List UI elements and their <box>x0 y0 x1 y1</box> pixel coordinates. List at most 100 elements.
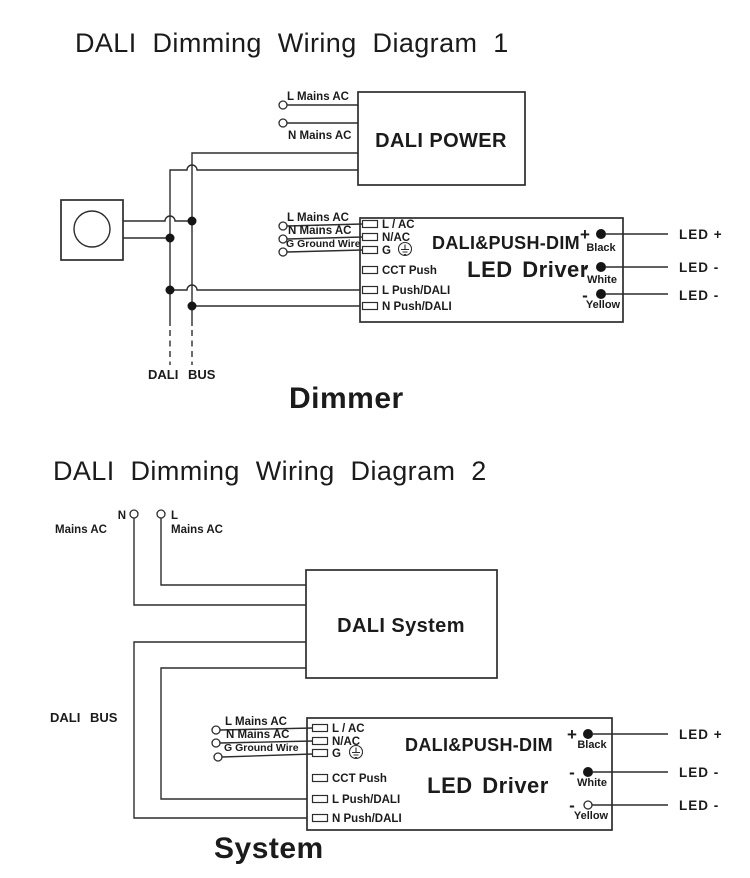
system-caption: System <box>214 832 324 865</box>
mains-n-label: Mains AC <box>55 524 107 536</box>
dali-bus-label-2: DALI BUS <box>50 710 118 725</box>
driver1-name-line1: DALI&PUSH-DIM <box>432 233 580 253</box>
diagram1-title: DALI Dimming Wiring Diagram 1 <box>75 28 509 58</box>
led-plus-label-2: LED + <box>679 727 723 742</box>
driver2-name-line2: LED Driver <box>427 773 549 798</box>
n-mains-ac-label: N Mains AC <box>288 130 351 142</box>
terminal-block-l-push-2 <box>311 794 329 804</box>
dali-bus-label: DALI BUS <box>148 367 216 382</box>
terminal-block-n-ac-2 <box>311 736 329 746</box>
term-label-n-ac: N/AC <box>382 232 410 244</box>
output-plus-sign-2: + <box>567 725 577 744</box>
term-label-l-push: L Push/DALI <box>382 285 450 297</box>
terminal-block-n-ac <box>361 232 379 242</box>
mains-l-letter: L <box>171 510 178 522</box>
wire-drv2-l-mains <box>219 727 313 731</box>
output-minus-sign: - <box>582 258 588 277</box>
output-dot-black <box>596 229 606 239</box>
term-label-cct: CCT Push <box>382 265 437 277</box>
wire-color-yellow-label-2: Yellow <box>574 810 609 822</box>
terminal-block-cct <box>361 265 379 275</box>
terminal-block-l-push <box>361 285 379 295</box>
wire-n-to-system <box>133 518 306 606</box>
ground-icon <box>397 241 413 257</box>
dali-system-box <box>305 569 498 679</box>
terminal-circle-n <box>129 509 139 519</box>
led-plus-label: LED + <box>679 227 723 242</box>
output-minus-sign-2: - <box>569 796 575 815</box>
diagram2-title: DALI Dimming Wiring Diagram 2 <box>53 456 487 486</box>
term-label-n-push-2: N Push/DALI <box>332 813 402 825</box>
drv2-ground-label: G Ground Wire <box>224 742 299 754</box>
wire-bus-to-n-push <box>133 641 313 819</box>
wire-dimmer-top <box>123 215 192 222</box>
dali-power-box <box>357 91 526 186</box>
drv-ground-label: G Ground Wire <box>286 238 361 250</box>
term-label-g: G <box>382 245 391 257</box>
term-label-n-push: N Push/DALI <box>382 301 452 313</box>
drv2-n-mains-label: N Mains AC <box>226 729 289 741</box>
term-label-cct-2: CCT Push <box>332 773 387 785</box>
terminal-circle-drv-l <box>278 221 288 231</box>
led-minus-label-4: LED - <box>679 798 719 813</box>
diagram-1: DALI Dimming Wiring Diagram 1 DALI POWER… <box>60 28 723 415</box>
junction-dot <box>165 285 175 295</box>
terminal-circle-drv2-l <box>211 725 221 735</box>
terminal-block-l-ac <box>361 219 379 229</box>
led-driver-box-1 <box>359 217 624 323</box>
drv-n-mains-label: N Mains AC <box>288 225 351 237</box>
drv-l-mains-label: L Mains AC <box>287 212 349 224</box>
terminal-block-cct-2 <box>311 773 329 783</box>
driver2-name-line1: DALI&PUSH-DIM <box>405 735 553 755</box>
wire-drv-l-mains <box>286 223 363 227</box>
output-minus-sign: - <box>582 286 588 305</box>
wire-color-white-label-2: White <box>577 777 607 789</box>
led-minus-label-3: LED - <box>679 765 719 780</box>
wire-l-push-dali <box>170 284 362 291</box>
driver1-name-line2: LED Driver <box>467 257 589 282</box>
mains-n-letter: N <box>118 510 126 522</box>
wire-l-to-system <box>160 518 306 586</box>
terminal-block-l-ac-2 <box>311 723 329 733</box>
terminal-circle-l-mains <box>278 100 288 110</box>
wire-drv-ground <box>286 249 363 253</box>
wire-color-black-label-2: Black <box>577 739 607 751</box>
dali-system-label: DALI System <box>337 615 465 637</box>
output-minus-sign-2: - <box>569 763 575 782</box>
diagram-2: DALI Dimming Wiring Diagram 2 N Mains AC… <box>50 456 723 865</box>
wire-drv2-ground <box>221 753 313 758</box>
terminal-circle-l <box>156 509 166 519</box>
junction-dot <box>187 301 197 311</box>
wire-color-yellow-label: Yellow <box>586 299 621 311</box>
term-label-g-2: G <box>332 748 341 760</box>
dimmer-caption: Dimmer <box>289 382 404 415</box>
ground-icon <box>348 744 364 760</box>
led-minus-label-2: LED - <box>679 288 719 303</box>
drv2-l-mains-label: L Mains AC <box>225 716 287 728</box>
wire-drv-n-mains <box>286 236 363 240</box>
terminal-block-g <box>361 245 379 255</box>
dimmer-box <box>60 199 124 261</box>
terminal-circle-drv2-n <box>211 738 221 748</box>
terminal-circle-drv2-g <box>213 752 223 762</box>
terminal-block-g-2 <box>311 748 329 758</box>
dali-power-label: DALI POWER <box>375 130 507 152</box>
term-label-l-ac: L / AC <box>382 219 415 231</box>
wire-dali-bus-a <box>191 152 358 326</box>
output-dot-yellow <box>596 289 606 299</box>
output-plus-sign: + <box>580 225 590 244</box>
junction-dot <box>165 233 175 243</box>
terminal-block-n-push-2 <box>311 813 329 823</box>
wire-drv2-n-mains <box>219 740 313 744</box>
term-label-l-push-2: L Push/DALI <box>332 794 400 806</box>
wire-color-white-label: White <box>587 274 617 286</box>
output-dot-white <box>596 262 606 272</box>
terminal-circle-n-mains <box>278 118 288 128</box>
terminal-block-n-push <box>361 301 379 311</box>
wire-color-black-label: Black <box>586 242 616 254</box>
term-label-n-ac-2: N/AC <box>332 736 360 748</box>
output-circle-yellow-2 <box>583 800 593 810</box>
l-mains-ac-label: L Mains AC <box>287 91 349 103</box>
